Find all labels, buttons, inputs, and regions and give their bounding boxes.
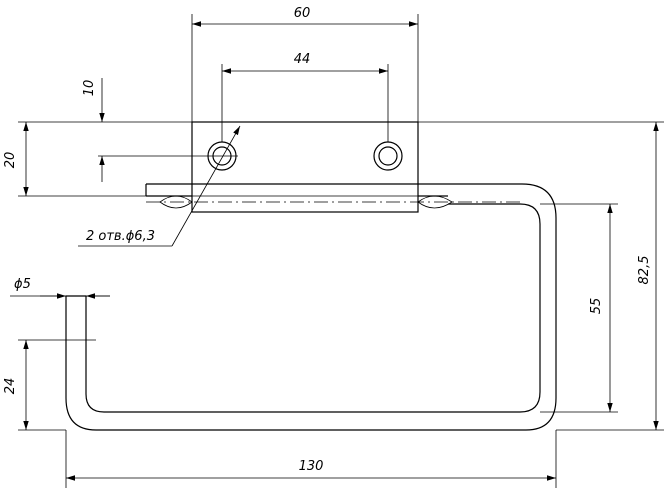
dim-inner-height bbox=[540, 203, 618, 413]
leader-hole-note bbox=[78, 125, 241, 247]
rod-top bbox=[145, 183, 522, 209]
dim-label-overall-length: 130 bbox=[299, 459, 324, 474]
dim-plate-height bbox=[18, 121, 192, 197]
dim-label-holes-note: 2 отв.ϕ6,3 bbox=[86, 229, 155, 244]
dim-label-overall-height: 82,5 bbox=[637, 256, 652, 285]
dim-label-hole-spacing: 44 bbox=[294, 52, 311, 67]
dim-label-end-offset: 24 bbox=[3, 378, 18, 395]
dim-label-hole-offset: 10 bbox=[82, 80, 97, 97]
rod-loop bbox=[65, 183, 557, 431]
dim-hole-spacing bbox=[221, 64, 389, 142]
dim-overall-length bbox=[65, 430, 557, 488]
dim-label-rod-diameter: ϕ5 bbox=[14, 277, 31, 292]
dim-plate-width bbox=[191, 14, 419, 122]
dim-end-offset bbox=[18, 339, 96, 431]
dim-label-plate-width: 60 bbox=[294, 6, 311, 21]
mounting-hole-right bbox=[373, 141, 403, 171]
dim-label-inner-height: 55 bbox=[589, 298, 604, 315]
mounting-plate bbox=[191, 121, 419, 213]
dim-label-plate-height: 20 bbox=[3, 152, 18, 169]
dim-overall-height bbox=[418, 121, 664, 431]
